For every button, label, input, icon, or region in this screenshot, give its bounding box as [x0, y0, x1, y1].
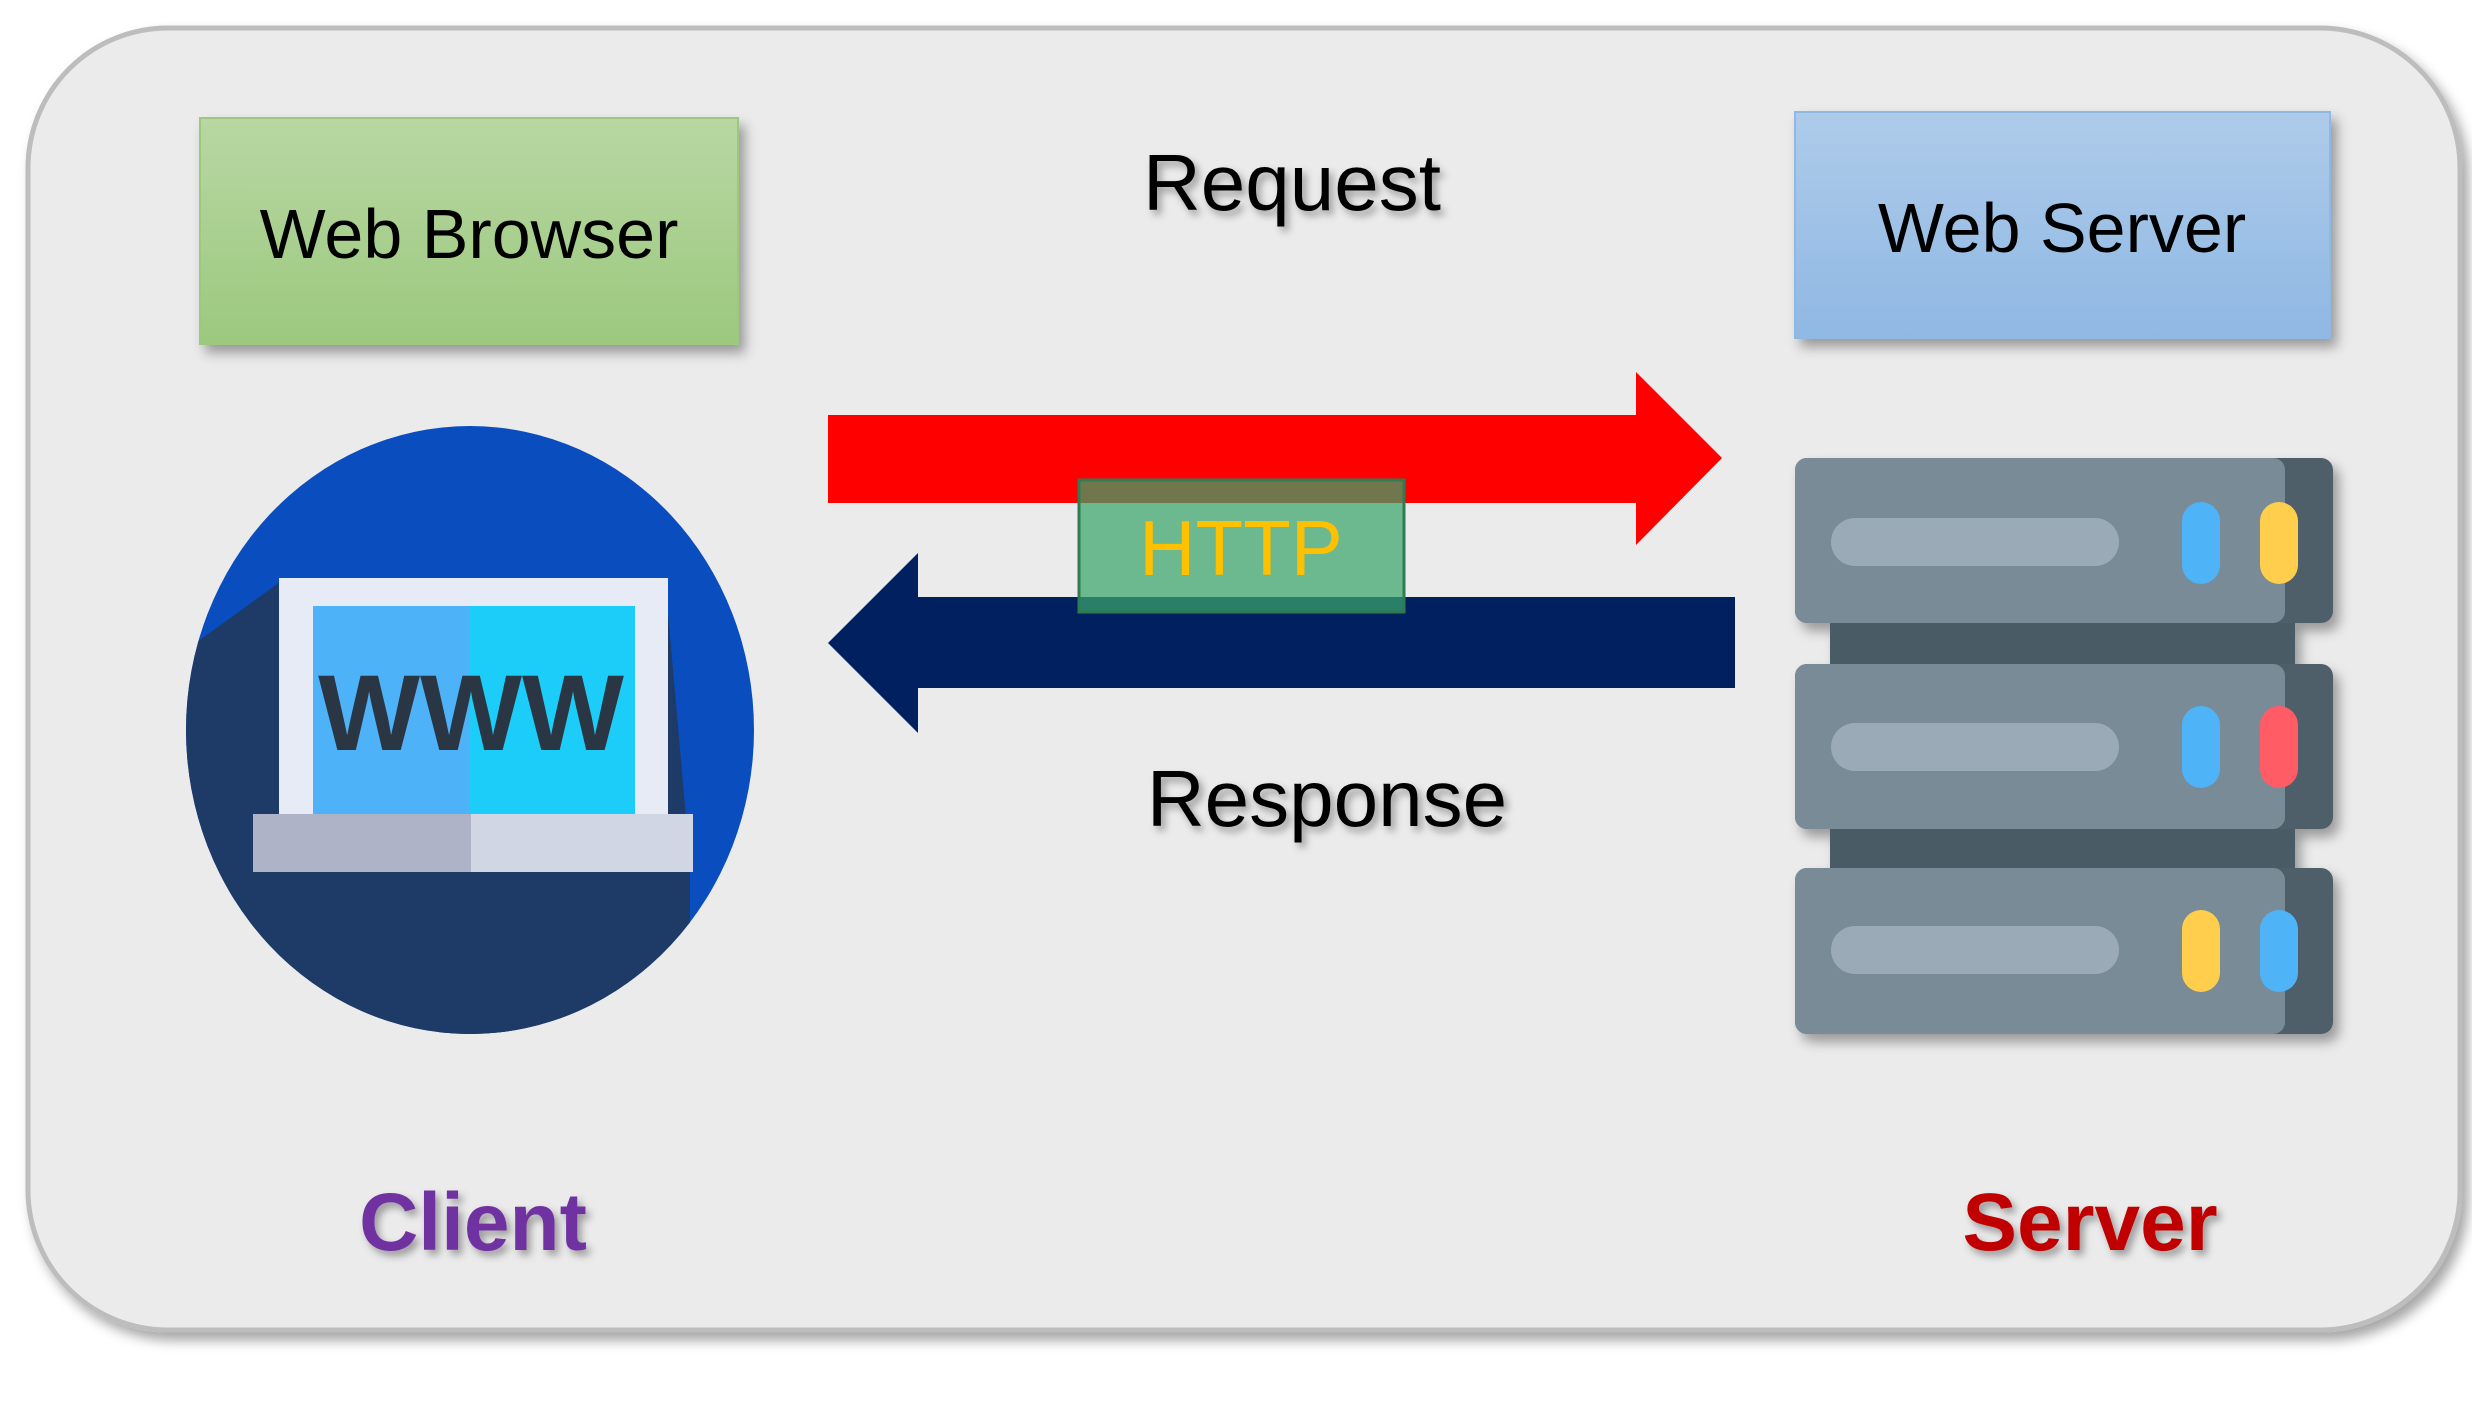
server-rack-icon: [1795, 458, 2333, 1034]
response-arrow: [828, 553, 1735, 733]
status-light-red: [2260, 706, 2298, 788]
status-light-blue: [2182, 502, 2220, 584]
status-light-blue: [2260, 910, 2298, 992]
http-label: HTTP: [1139, 504, 1343, 592]
laptop-www-icon: WWW: [186, 426, 754, 1034]
www-text: WWW: [318, 652, 624, 773]
request-label: Request: [1143, 138, 1441, 227]
status-light-blue: [2182, 706, 2220, 788]
web-browser-box: [199, 117, 739, 345]
client-label: Client: [359, 1177, 587, 1268]
request-arrow: [828, 372, 1722, 545]
web-browser-label: Web Browser: [260, 195, 679, 273]
server-unit-1: [1795, 458, 2333, 623]
http-box: [1077, 478, 1406, 614]
server-label: Server: [1962, 1177, 2217, 1268]
server-unit-3: [1795, 868, 2333, 1034]
web-server-box: [1794, 111, 2331, 339]
response-label: Response: [1147, 754, 1507, 843]
status-light-yellow: [2260, 502, 2298, 584]
server-unit-2: [1795, 664, 2333, 829]
web-server-label: Web Server: [1878, 189, 2246, 267]
status-light-yellow: [2182, 910, 2220, 992]
